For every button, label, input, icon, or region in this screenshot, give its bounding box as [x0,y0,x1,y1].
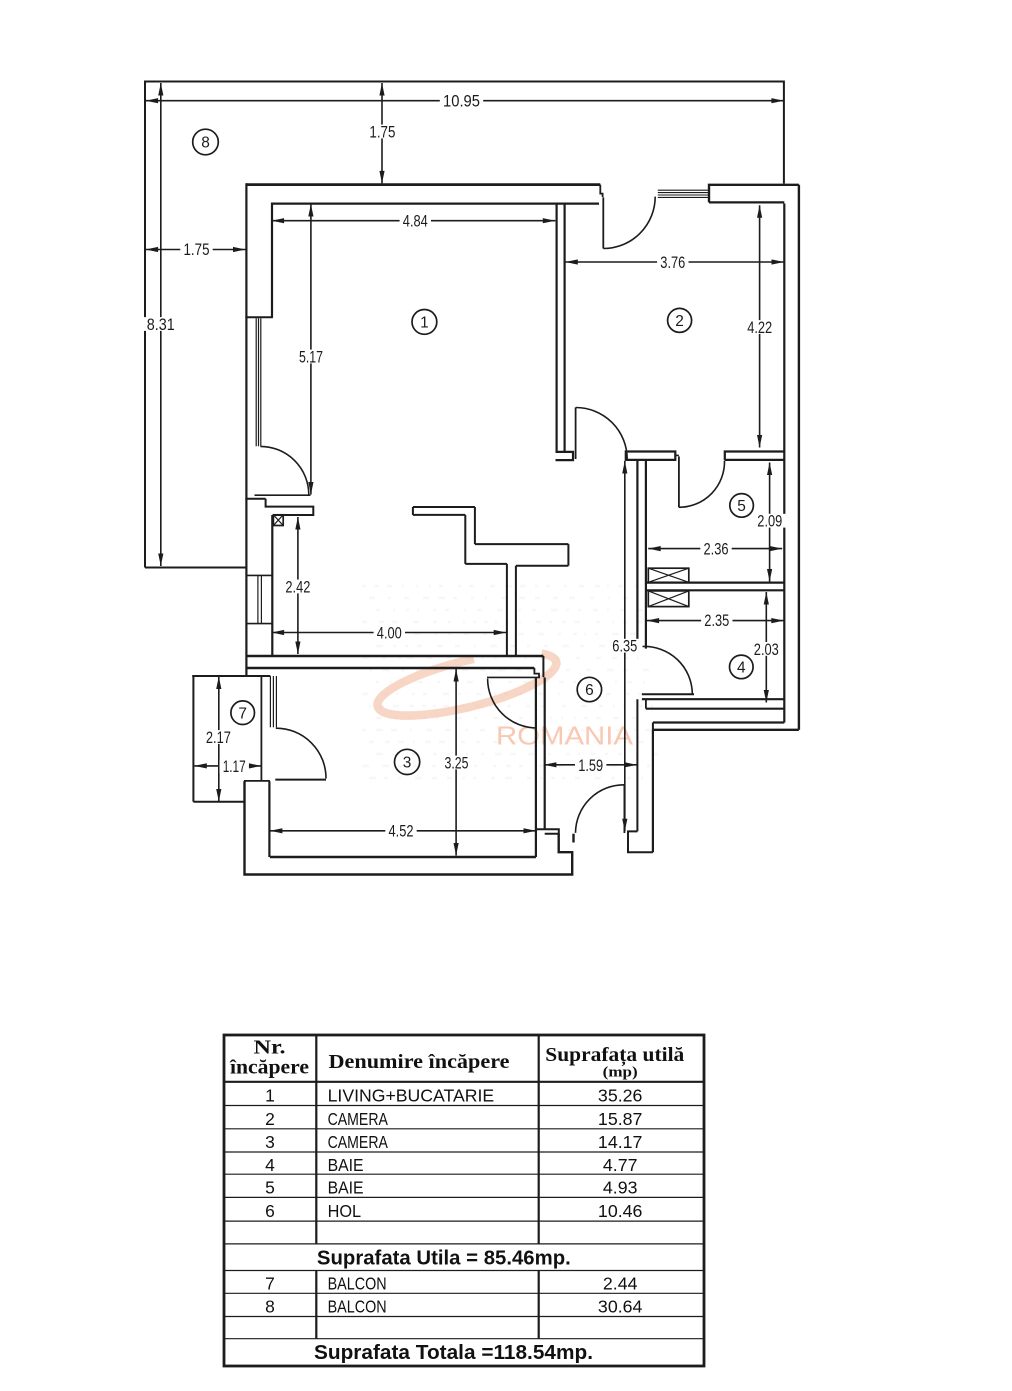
svg-text:8: 8 [201,135,210,152]
svg-text:Denumire încăpere: Denumire încăpere [329,1052,510,1073]
svg-text:LIVING+BUCATARIE: LIVING+BUCATARIE [328,1085,495,1105]
svg-text:BAIE: BAIE [328,1178,364,1198]
svg-text:BAIE: BAIE [328,1155,364,1175]
svg-text:4.84: 4.84 [403,213,428,231]
svg-text:2.36: 2.36 [704,540,729,558]
svg-text:5: 5 [737,498,746,515]
svg-text:8.31: 8.31 [147,316,175,334]
svg-text:8: 8 [265,1297,275,1317]
svg-text:7: 7 [265,1274,275,1294]
svg-text:3: 3 [403,755,412,772]
svg-text:5.17: 5.17 [299,348,323,366]
svg-text:(mp): (mp) [603,1065,638,1081]
svg-text:1.59: 1.59 [578,757,603,775]
svg-text:1: 1 [265,1085,275,1105]
svg-text:3.76: 3.76 [660,254,685,272]
svg-text:15.87: 15.87 [598,1109,643,1129]
svg-text:7: 7 [238,705,247,722]
svg-text:6: 6 [265,1201,275,1221]
svg-text:ROMANIA: ROMANIA [496,723,633,751]
svg-text:4.22: 4.22 [747,319,772,337]
svg-text:HOL: HOL [328,1201,362,1221]
svg-text:BALCON: BALCON [328,1274,387,1294]
svg-text:4: 4 [737,660,746,677]
svg-text:10.95: 10.95 [443,93,480,111]
svg-text:BALCON: BALCON [328,1297,387,1317]
svg-text:4.93: 4.93 [603,1178,638,1198]
svg-text:CAMERA: CAMERA [328,1109,389,1129]
svg-text:3.25: 3.25 [445,754,469,772]
svg-text:Suprafata Totala =118.54mp.: Suprafata Totala =118.54mp. [314,1341,593,1364]
svg-text:încăpere: încăpere [229,1058,309,1079]
svg-text:Suprafața utilă: Suprafața utilă [545,1045,684,1066]
svg-text:2: 2 [265,1109,275,1129]
svg-text:35.26: 35.26 [598,1085,643,1105]
svg-text:1.75: 1.75 [369,123,395,141]
svg-text:2.09: 2.09 [757,513,782,531]
svg-text:Nr.: Nr. [254,1038,286,1059]
svg-text:2.35: 2.35 [704,612,729,630]
svg-text:2.17: 2.17 [206,729,231,747]
svg-text:3: 3 [265,1132,275,1152]
svg-text:Suprafata Utila = 85.46mp.: Suprafata Utila = 85.46mp. [317,1246,571,1269]
svg-text:1.17: 1.17 [223,758,246,776]
svg-text:14.17: 14.17 [598,1132,643,1152]
svg-text:2: 2 [675,313,684,330]
svg-text:4.00: 4.00 [377,624,402,642]
svg-text:6: 6 [585,682,594,699]
svg-text:2.03: 2.03 [754,641,779,659]
svg-text:10.46: 10.46 [598,1201,643,1221]
svg-text:4.77: 4.77 [603,1155,638,1175]
svg-text:CAMERA: CAMERA [328,1132,389,1152]
svg-text:1: 1 [420,315,429,332]
svg-text:4.52: 4.52 [389,823,414,841]
svg-text:2.44: 2.44 [603,1274,638,1294]
svg-text:2.42: 2.42 [285,578,310,596]
svg-text:4: 4 [265,1155,275,1175]
svg-text:1.75: 1.75 [184,241,210,259]
svg-text:5: 5 [265,1178,275,1198]
svg-text:6.35: 6.35 [612,638,637,656]
svg-text:30.64: 30.64 [598,1297,643,1317]
